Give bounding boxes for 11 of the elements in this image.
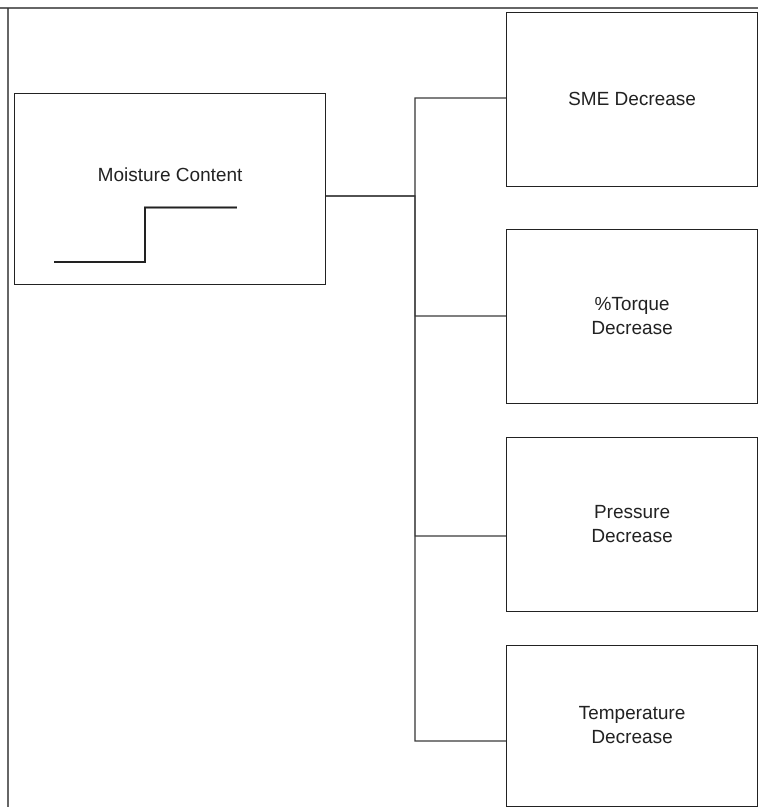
input-box (14, 93, 326, 285)
effect-box (506, 437, 758, 612)
effect-box (506, 229, 758, 404)
effect-box (506, 12, 758, 187)
box-label: %Torque Decrease (590, 292, 674, 340)
box-label: Temperature Decrease (578, 702, 686, 750)
box-label: Moisture Content (96, 164, 244, 188)
effect-box (506, 645, 758, 807)
connector-line (326, 195, 506, 742)
box-label: SME Decrease (567, 88, 697, 112)
box-label: Pressure Decrease (590, 500, 674, 548)
